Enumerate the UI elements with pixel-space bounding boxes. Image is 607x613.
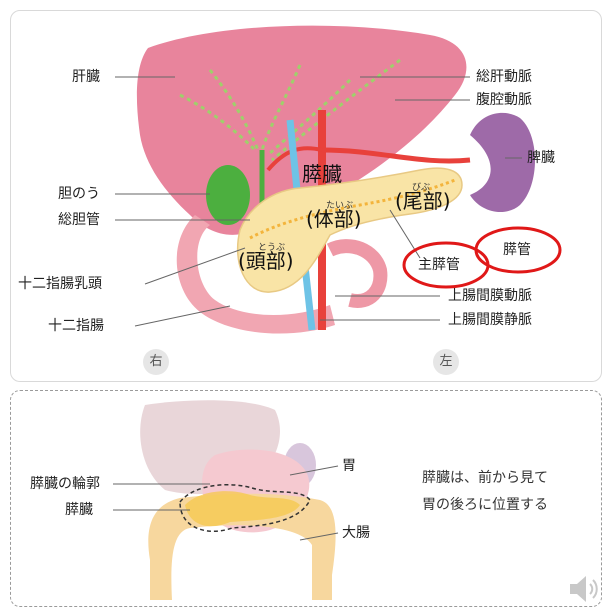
sub-label-large-intestine: 大腸: [342, 525, 370, 541]
sub-label-stomach: 胃: [342, 458, 356, 474]
sub-label-pancreas: 膵臓: [65, 502, 93, 518]
audio-speaker-button[interactable]: [566, 570, 604, 608]
note-line-1: 膵臓は、前から見て: [422, 470, 548, 486]
note-line-2: 胃の後ろに位置する: [422, 497, 548, 513]
speaker-icon: [566, 570, 604, 608]
sub-label-outline: 膵臓の輪郭: [30, 476, 100, 492]
